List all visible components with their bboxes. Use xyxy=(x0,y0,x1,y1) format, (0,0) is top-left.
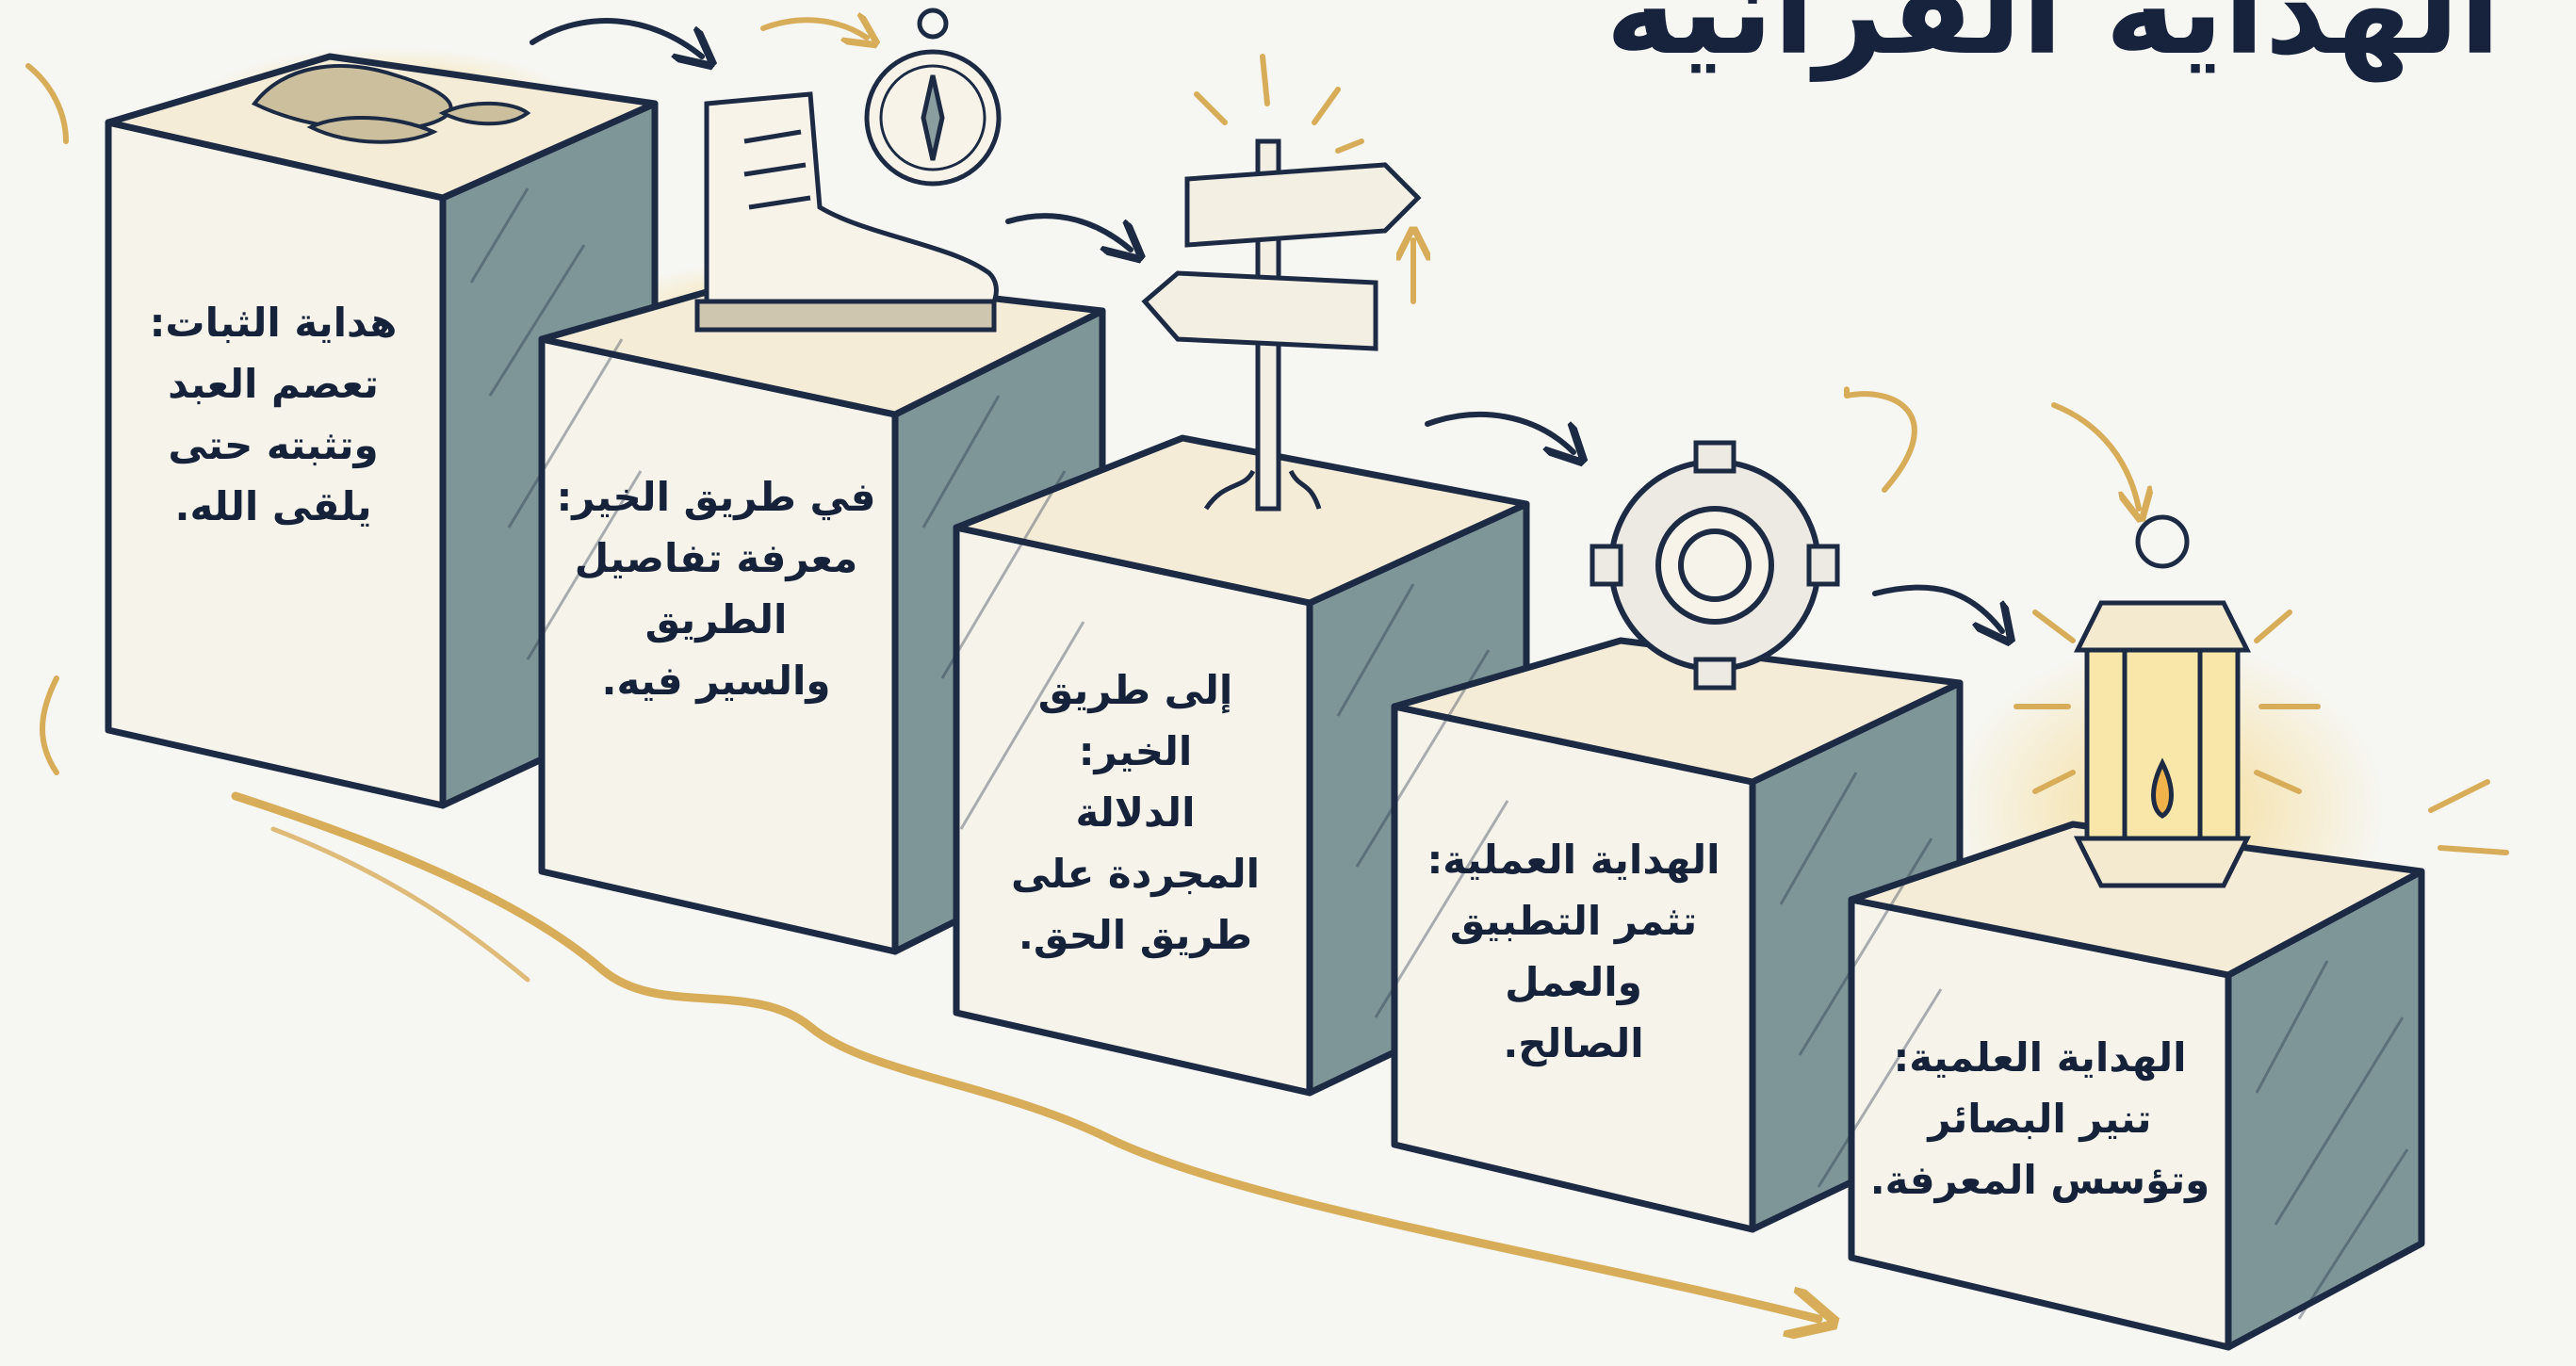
signpost-icon xyxy=(1141,138,1422,512)
step-3-text: إلى طريق الخير: الدلالة المجردة على طريق… xyxy=(975,659,1296,966)
side-hatching xyxy=(469,187,2409,1320)
step-3-line-3: المجردة على xyxy=(1010,851,1261,898)
flow-arrows xyxy=(530,18,2002,631)
step-4-line-4: الصالح. xyxy=(1503,1020,1644,1067)
step-3-line-4: طريق الحق. xyxy=(1018,912,1253,959)
page-title: الهداية القرآنية xyxy=(1606,0,2501,82)
lantern-icon xyxy=(2073,514,2252,888)
step-4-text: الهداية العملية: تثمر التطبيق والعمل الص… xyxy=(1413,829,1734,1074)
step-1-line-4: يلقى الله. xyxy=(174,483,372,530)
step-2-line-1: في طريق الخير: xyxy=(556,474,876,520)
step-5-line-3: وتؤسس المعرفة. xyxy=(1869,1157,2210,1204)
step-3-line-1: إلى طريق الخير: xyxy=(1037,667,1233,775)
step-5-line-2: تنير البصائر xyxy=(1928,1096,2152,1143)
ground-path xyxy=(25,63,1818,1319)
compass-icon xyxy=(864,8,1002,187)
step-box-5 xyxy=(1848,821,2425,1351)
step-4-line-3: والعمل xyxy=(1505,959,1642,1006)
step-5-text: الهداية العلمية: تنير البصائر وتؤسس المع… xyxy=(1861,1027,2219,1211)
boot-icon xyxy=(694,91,999,333)
step-4-line-1: الهداية العملية: xyxy=(1427,837,1720,883)
step-5-line-1: الهداية العلمية: xyxy=(1893,1034,2187,1081)
step-2-text: في طريق الخير: معرفة تفاصيل الطريق والسي… xyxy=(556,466,876,711)
rocks-icon xyxy=(251,64,531,144)
gear-icon xyxy=(1590,440,1840,691)
step-2-line-3: الطريق xyxy=(644,596,788,643)
step-1-line-2: تعصم العبد xyxy=(168,361,379,408)
gold-accents xyxy=(760,20,2509,855)
step-4-line-2: تثمر التطبيق xyxy=(1449,898,1698,945)
step-2-line-4: والسير فيه. xyxy=(601,658,831,705)
step-2-line-2: معرفة تفاصيل xyxy=(574,535,858,582)
step-3-line-2: الدلالة xyxy=(1075,789,1196,837)
step-1-text: هداية الثبات: تعصم العبد وتثبته حتى يلقى… xyxy=(132,292,415,537)
step-1-line-3: وتثبته حتى xyxy=(168,422,379,469)
step-1-line-1: هداية الثبات: xyxy=(149,300,398,346)
